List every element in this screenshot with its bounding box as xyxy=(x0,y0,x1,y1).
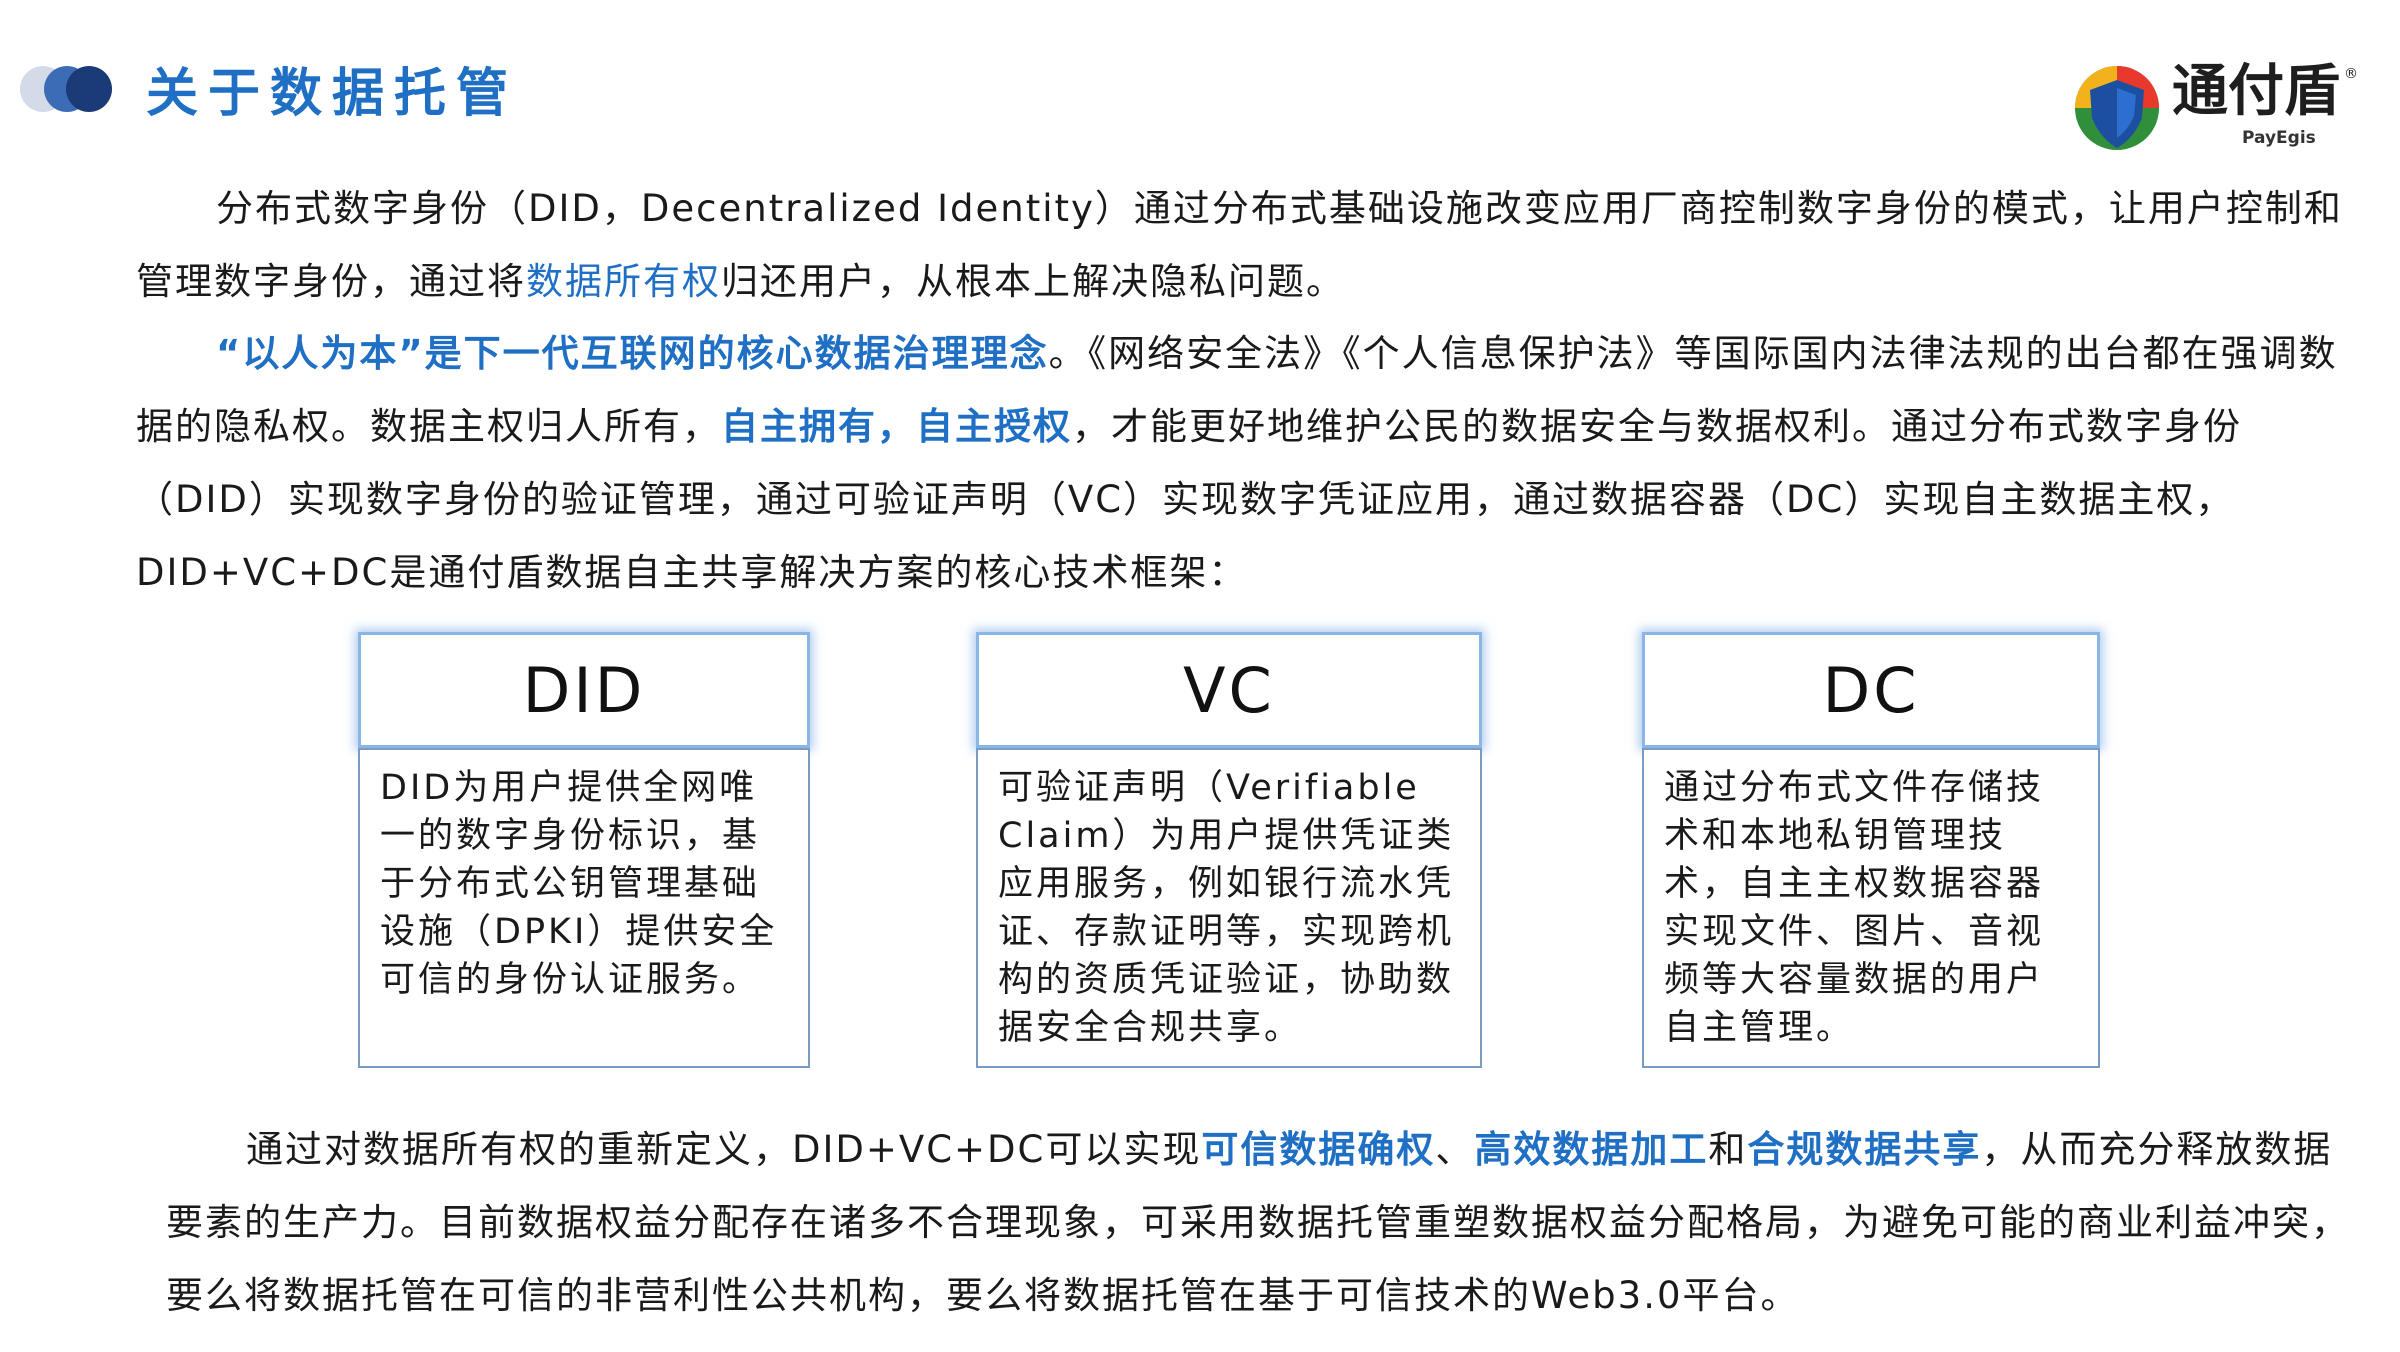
text-span: ，才能更好地维护公民的数据安全与数据权利。通过分布式数字身份（DID）实现数字身… xyxy=(136,405,2242,594)
highlight-data-ownership: 数据所有权 xyxy=(526,260,721,303)
logo-registered-mark: ® xyxy=(2344,66,2358,82)
text-span: 、 xyxy=(1435,1128,1475,1171)
title-decoration-dots xyxy=(20,66,112,112)
text-span: 。《网络安全法》《个人信息保护法》等国际国内法律法规的出台都在强调数据的隐私权。… xyxy=(136,332,2338,448)
card-dc-body: 通过分布式文件存储技术和本地私钥管理技术，自主主权数据容器实现文件、图片、音视频… xyxy=(1642,748,2100,1068)
text-span: ，从而充分释放数据要素的生产力。目前数据权益分配存在诸多不合理现象，可采用数据托… xyxy=(166,1128,2350,1317)
page-title: 关于数据托管 xyxy=(146,64,519,124)
logo-wordmark: 通付盾 xyxy=(2172,59,2340,124)
card-vc-title: VC xyxy=(976,632,1482,748)
shield-logo-icon xyxy=(2075,66,2159,150)
text-span: 和 xyxy=(1708,1128,1748,1171)
text-span: 归还用户，从根本上解决隐私问题。 xyxy=(721,260,1345,303)
logo-subtitle: PayEgis xyxy=(2242,128,2316,148)
highlight-self-ownership: 自主拥有，自主授权 xyxy=(721,405,1072,448)
conclusion-paragraph: 通过对数据所有权的重新定义，DID+VC+DC可以实现可信数据确权、高效数据加工… xyxy=(166,1113,2366,1332)
card-did-body: DID为用户提供全网唯一的数字身份标识，基于分布式公钥管理基础设施（DPKI）提… xyxy=(358,748,810,1068)
highlight-trusted-rights: 可信数据确权 xyxy=(1201,1128,1436,1171)
card-did-title: DID xyxy=(358,632,810,748)
principle-paragraph: “以人为本”是下一代互联网的核心数据治理理念。《网络安全法》《个人信息保护法》等… xyxy=(136,317,2366,609)
text-span: 分布式数字身份（DID，Decentralized Identity）通过分布式… xyxy=(136,187,2343,303)
highlight-efficient-processing: 高效数据加工 xyxy=(1474,1128,1709,1171)
company-logo: 通付盾 ® PayEgis xyxy=(2072,54,2372,154)
intro-paragraph: 分布式数字身份（DID，Decentralized Identity）通过分布式… xyxy=(136,172,2366,318)
card-dc-title: DC xyxy=(1642,632,2100,748)
highlight-compliant-sharing: 合规数据共享 xyxy=(1747,1128,1982,1171)
decoration-dot-dark xyxy=(66,66,112,112)
text-span: 通过对数据所有权的重新定义，DID+VC+DC可以实现 xyxy=(246,1128,1202,1171)
card-vc-body: 可验证声明（Verifiable Claim）为用户提供凭证类应用服务，例如银行… xyxy=(976,748,1482,1068)
highlight-people-oriented: “以人为本”是下一代互联网的核心数据治理理念 xyxy=(216,332,1049,375)
